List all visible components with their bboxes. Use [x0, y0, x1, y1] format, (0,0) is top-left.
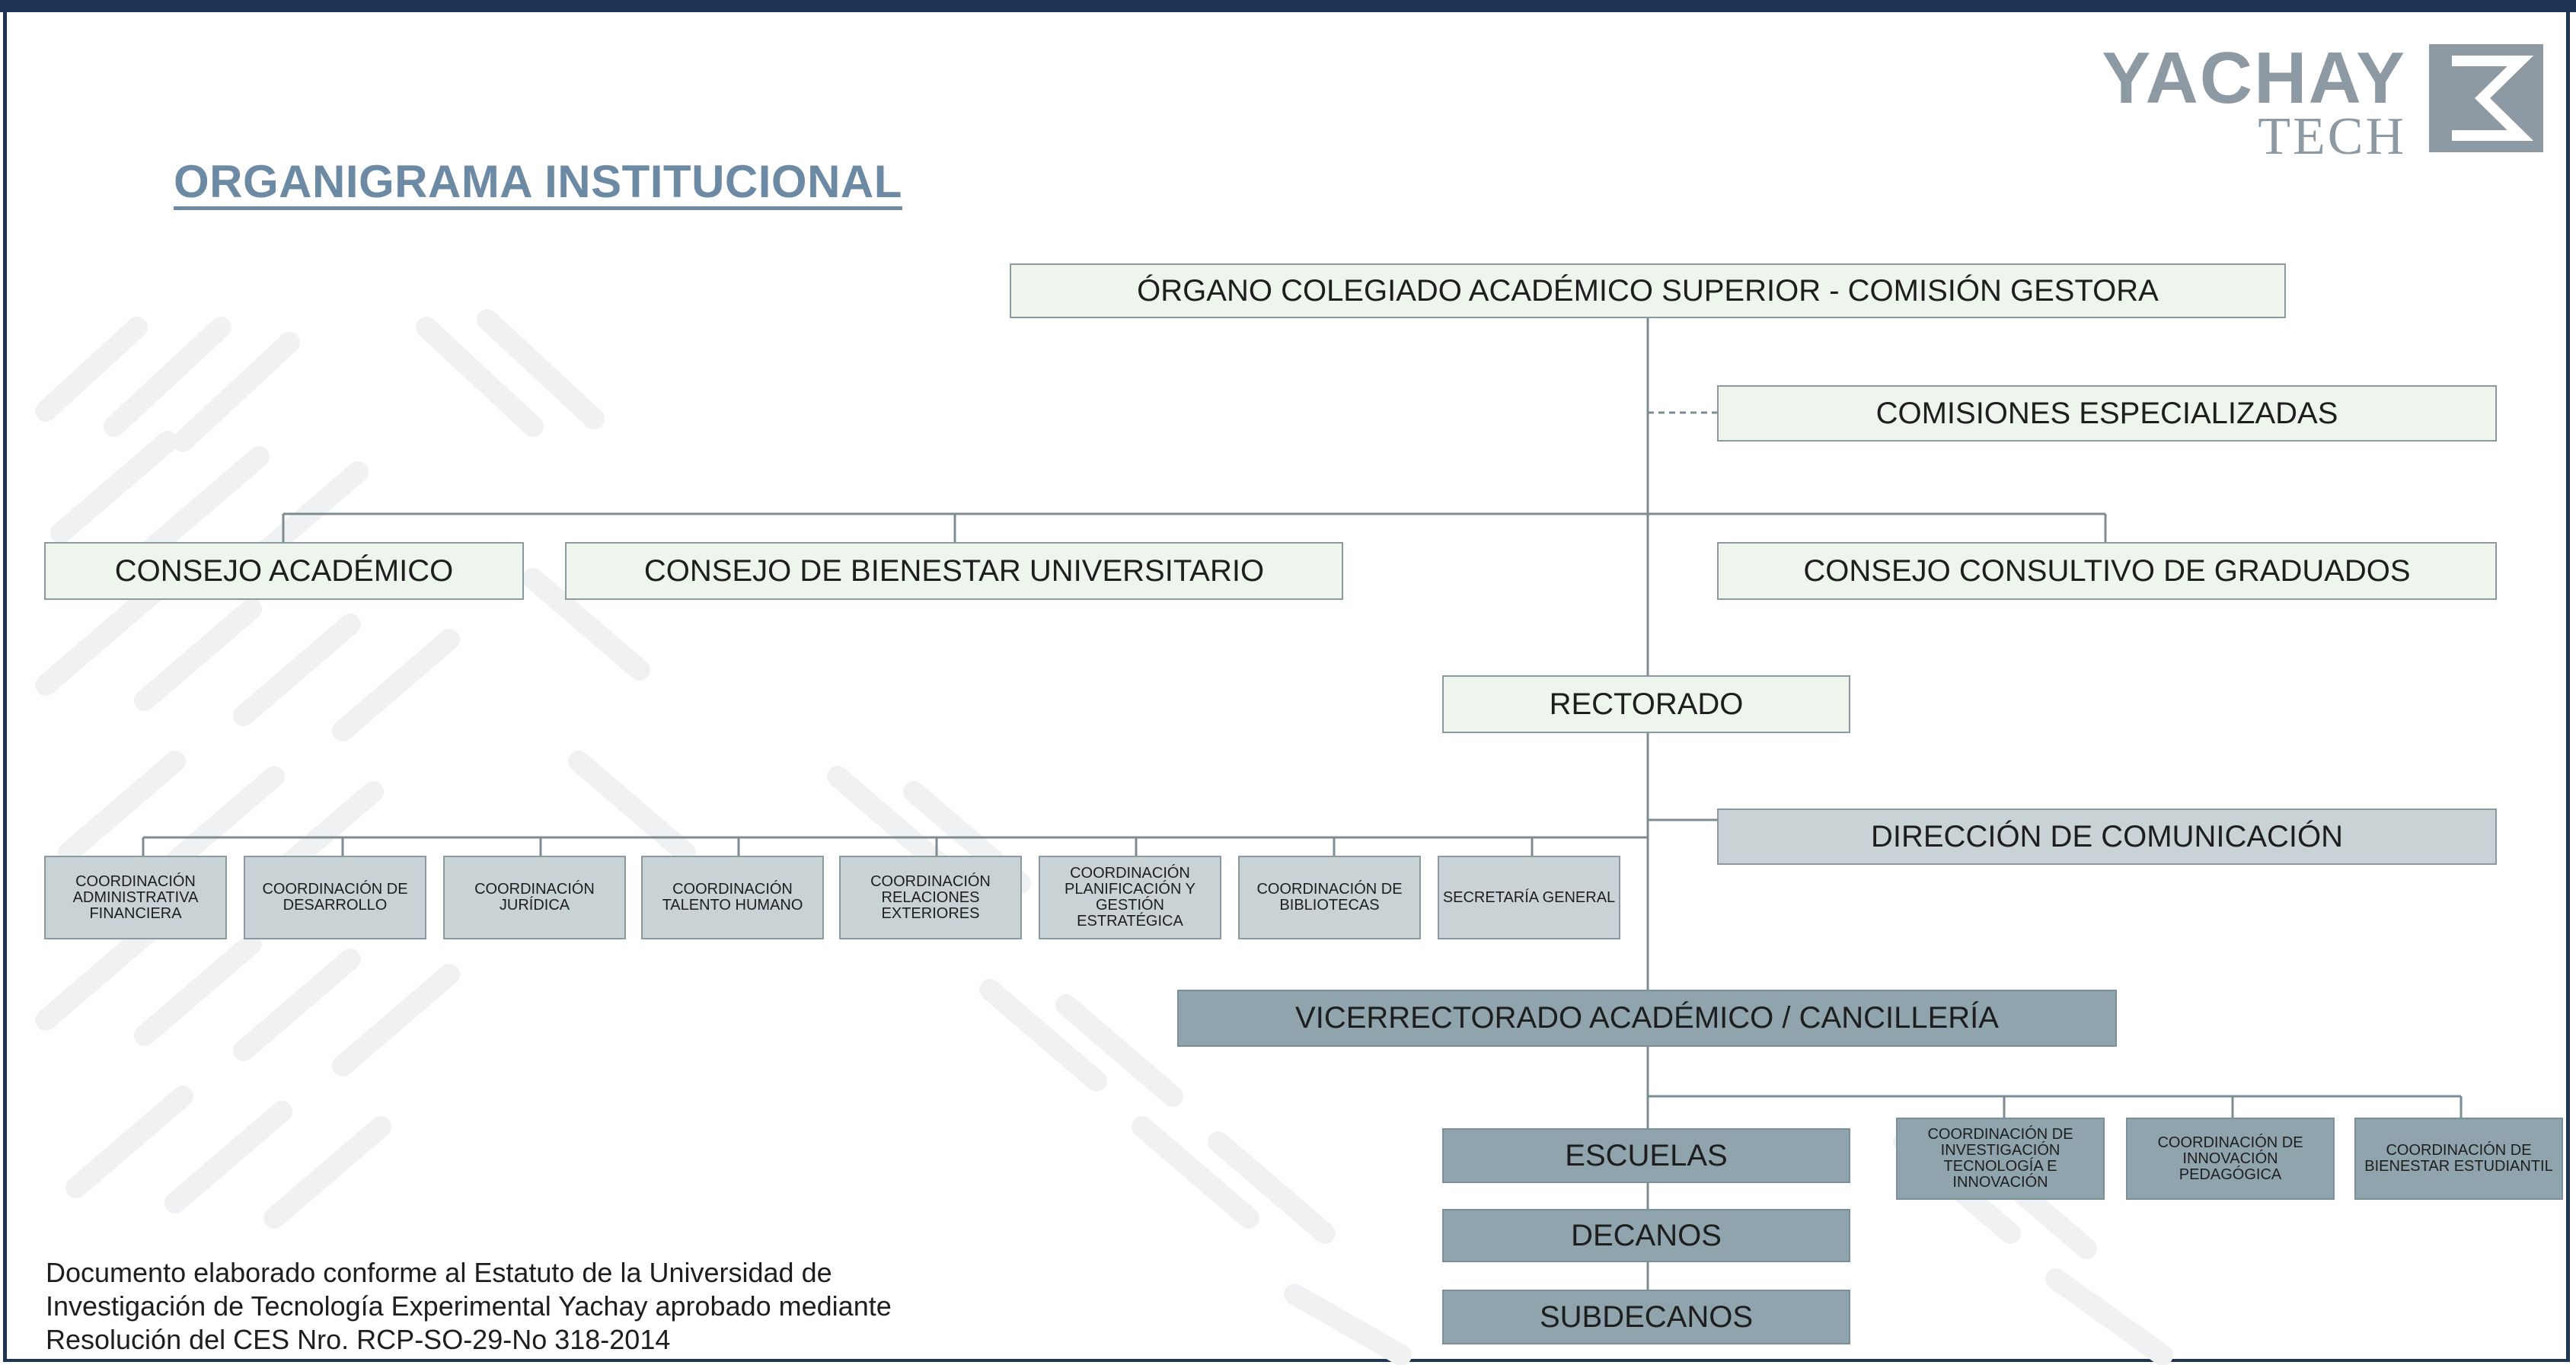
page-title: ORGANIGRAMA INSTITUCIONAL — [174, 156, 902, 207]
node-consejo-bienestar: CONSEJO DE BIENESTAR UNIVERSITARIO — [565, 542, 1343, 600]
node-comisiones-especializadas: COMISIONES ESPECIALIZADAS — [1717, 385, 2497, 442]
logo-text-tech: TECH — [2258, 107, 2406, 166]
top-bar — [0, 0, 2576, 12]
node-coord-bienestar-estudiantil: COORDINACIÓN DE BIENESTAR ESTUDIANTIL — [2354, 1118, 2563, 1200]
footnote-line: Investigación de Tecnología Experimental… — [46, 1290, 892, 1322]
node-consejo-academico: CONSEJO ACADÉMICO — [44, 542, 524, 600]
logo-text-yachay: YACHAY — [2102, 37, 2406, 119]
slide-frame — [3, 12, 2570, 1362]
node-secretaria-general: SECRETARÍA GENERAL — [1438, 856, 1620, 939]
footnote-line: Resolución del CES Nro. RCP-SO-29-No 318… — [46, 1324, 671, 1355]
logo-mark-icon — [2429, 44, 2543, 152]
node-coord-planificacion: COORDINACIÓN PLANIFICACIÓN Y GESTIÓN EST… — [1039, 856, 1221, 939]
node-vicerrectorado: VICERRECTORADO ACADÉMICO / CANCILLERÍA — [1177, 990, 2117, 1047]
node-decanos: DECANOS — [1442, 1209, 1850, 1262]
yachay-tech-logo: YACHAY TECH — [2056, 37, 2558, 166]
node-coord-relaciones: COORDINACIÓN RELACIONES EXTERIORES — [839, 856, 1022, 939]
node-escuelas: ESCUELAS — [1442, 1128, 1850, 1183]
node-subdecanos: SUBDECANOS — [1442, 1290, 1850, 1344]
node-direccion-comunicacion: DIRECCIÓN DE COMUNICACIÓN — [1717, 808, 2497, 865]
node-ocas: ÓRGANO COLEGIADO ACADÉMICO SUPERIOR - CO… — [1010, 263, 2286, 318]
node-coord-talento: COORDINACIÓN TALENTO HUMANO — [641, 856, 824, 939]
footnote-line: Documento elaborado conforme al Estatuto… — [46, 1257, 832, 1288]
footnote: Documento elaborado conforme al Estatuto… — [46, 1256, 892, 1357]
node-coord-innovacion: COORDINACIÓN DE INNOVACIÓN PEDAGÓGICA — [2126, 1118, 2335, 1200]
node-consejo-graduados: CONSEJO CONSULTIVO DE GRADUADOS — [1717, 542, 2497, 600]
node-coord-desarrollo: COORDINACIÓN DE DESARROLLO — [244, 856, 426, 939]
node-rectorado: RECTORADO — [1442, 675, 1850, 733]
node-coord-investigacion: COORDINACIÓN DE INVESTIGACIÓN TECNOLOGÍA… — [1896, 1118, 2105, 1200]
node-coord-bibliotecas: COORDINACIÓN DE BIBLIOTECAS — [1238, 856, 1421, 939]
node-coord-juridica: COORDINACIÓN JURÍDICA — [443, 856, 626, 939]
node-coord-administrativa: COORDINACIÓN ADMINISTRATIVA FINANCIERA — [44, 856, 227, 939]
